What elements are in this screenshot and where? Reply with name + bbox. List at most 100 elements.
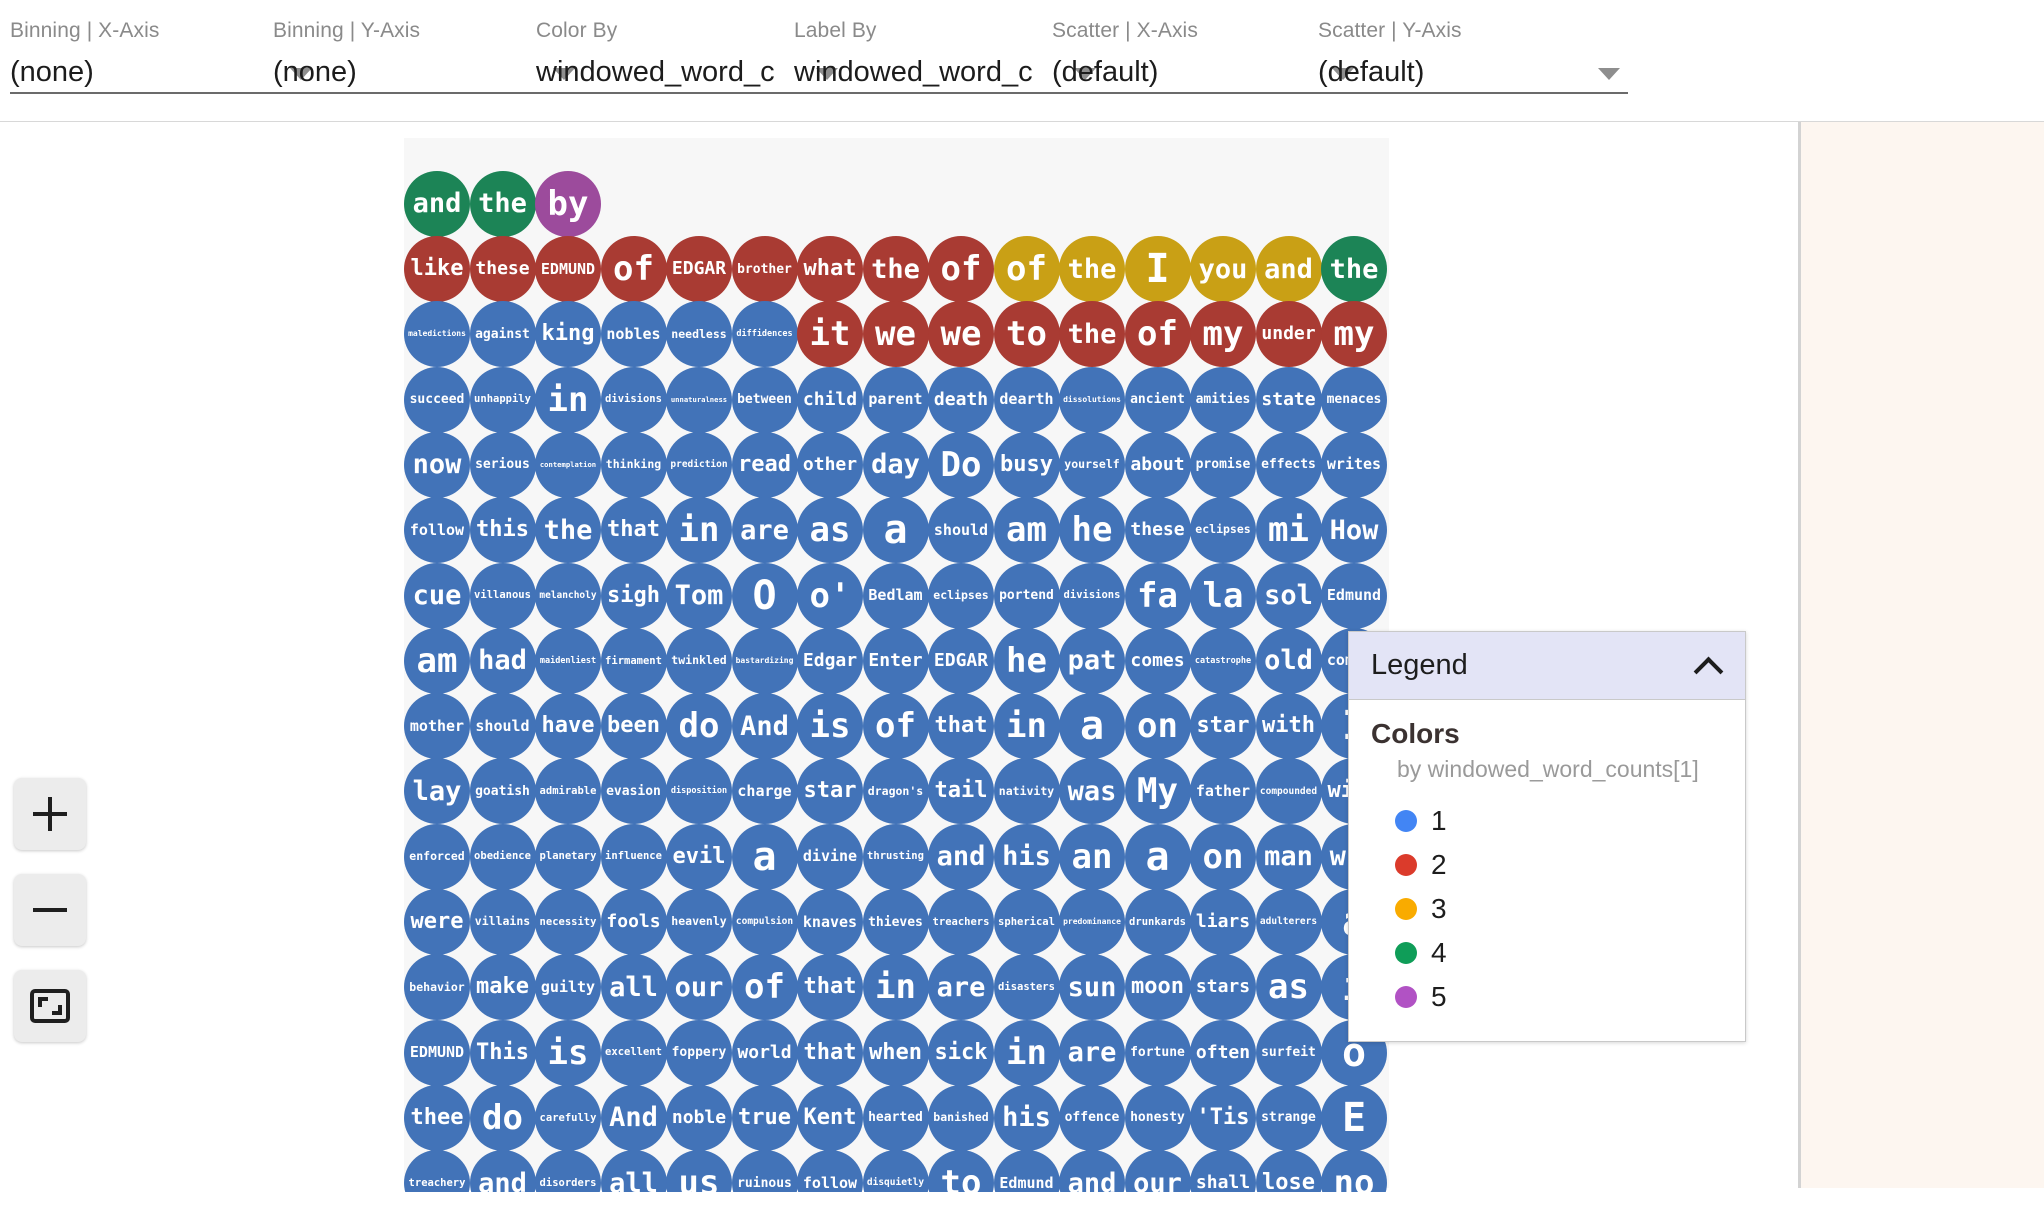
bubble[interactable]: of bbox=[731, 954, 798, 1021]
bubble[interactable]: a bbox=[1124, 823, 1191, 890]
bubble[interactable]: moon bbox=[1124, 954, 1191, 1021]
bubble[interactable]: villains bbox=[469, 889, 536, 955]
bubble[interactable]: are bbox=[1059, 1019, 1125, 1086]
bubble[interactable]: And bbox=[600, 1084, 667, 1151]
bubble[interactable]: melancholy bbox=[535, 562, 601, 629]
bubble[interactable]: villanous bbox=[469, 562, 536, 629]
bubble[interactable]: surfeit bbox=[1255, 1019, 1322, 1086]
bubble[interactable]: have bbox=[535, 693, 601, 760]
bubble[interactable]: make bbox=[469, 954, 536, 1021]
bubble[interactable]: read bbox=[731, 431, 798, 498]
bubble[interactable]: the bbox=[1059, 301, 1125, 368]
chevron-down-icon[interactable] bbox=[816, 68, 838, 80]
bubble[interactable]: as bbox=[797, 497, 863, 564]
bubble[interactable]: adulterers bbox=[1255, 889, 1322, 955]
bubble[interactable]: charge bbox=[731, 758, 798, 825]
bubble[interactable]: the bbox=[469, 170, 536, 237]
scatter-x-axis-select[interactable]: (default) bbox=[1052, 50, 1362, 94]
bubble[interactable]: dragon's bbox=[862, 758, 929, 825]
bubble[interactable]: O bbox=[731, 562, 798, 629]
bubble[interactable]: compulsion bbox=[731, 889, 798, 955]
bubble[interactable]: yourself bbox=[1059, 431, 1125, 498]
bubble[interactable]: king bbox=[535, 301, 601, 368]
bubble[interactable]: busy bbox=[993, 431, 1060, 498]
bubble[interactable]: offence bbox=[1059, 1084, 1125, 1151]
bubble[interactable]: what bbox=[797, 236, 863, 302]
legend-header[interactable]: Legend bbox=[1349, 632, 1745, 700]
bubble[interactable]: should bbox=[469, 693, 536, 760]
bubble[interactable]: often bbox=[1190, 1019, 1256, 1086]
bubble[interactable]: bastardizing bbox=[731, 627, 798, 694]
bubble[interactable]: in bbox=[993, 1019, 1060, 1086]
bubble[interactable]: and bbox=[404, 170, 470, 237]
bubble[interactable]: treachery bbox=[404, 1150, 470, 1192]
legend-item[interactable]: 4 bbox=[1395, 931, 1723, 975]
bubble[interactable]: prediction bbox=[666, 431, 732, 498]
bubble[interactable]: This bbox=[469, 1019, 536, 1086]
bubble[interactable]: on bbox=[1190, 823, 1256, 890]
bubble[interactable]: and bbox=[928, 823, 994, 890]
bubble[interactable]: planetary bbox=[535, 823, 601, 890]
bubble[interactable]: brother bbox=[731, 236, 798, 302]
bubble[interactable]: it bbox=[797, 301, 863, 368]
bubble[interactable]: the bbox=[1059, 236, 1125, 302]
bubble[interactable]: of bbox=[928, 236, 994, 302]
chevron-down-icon[interactable] bbox=[553, 68, 575, 80]
bubble[interactable]: pat bbox=[1059, 627, 1125, 694]
bubble[interactable]: divisions bbox=[1059, 562, 1125, 629]
bubble[interactable]: drunkards bbox=[1124, 889, 1191, 955]
bubble[interactable]: And bbox=[731, 693, 798, 760]
bubble[interactable]: like bbox=[404, 236, 470, 302]
bubble[interactable]: as bbox=[1255, 954, 1322, 1021]
bubble[interactable]: tail bbox=[928, 758, 994, 825]
bubble[interactable]: banished bbox=[928, 1084, 994, 1151]
bubble[interactable]: in bbox=[535, 366, 601, 433]
bubble[interactable]: sigh bbox=[600, 562, 667, 629]
bubble[interactable]: star bbox=[1190, 693, 1256, 760]
bubble[interactable]: true bbox=[731, 1084, 798, 1151]
bubble[interactable]: and bbox=[1255, 236, 1322, 302]
bubble[interactable]: lay bbox=[404, 758, 470, 825]
bubble[interactable]: in bbox=[993, 693, 1060, 760]
bubble[interactable]: firmament bbox=[600, 627, 667, 694]
bubble[interactable]: I bbox=[1124, 236, 1191, 302]
bubble[interactable]: our bbox=[666, 954, 732, 1021]
bubble[interactable]: my bbox=[1190, 301, 1256, 368]
bubble[interactable]: diffidences bbox=[731, 301, 798, 368]
bubble[interactable]: obedience bbox=[469, 823, 536, 890]
bubble[interactable]: eclipses bbox=[928, 562, 994, 629]
bubble[interactable]: stars bbox=[1190, 954, 1256, 1021]
bubble[interactable]: are bbox=[928, 954, 994, 1021]
bubble[interactable]: disorders bbox=[535, 1150, 601, 1192]
bubble[interactable]: man bbox=[1255, 823, 1322, 890]
bubble[interactable]: fortune bbox=[1124, 1019, 1191, 1086]
zoom-in-button[interactable] bbox=[14, 778, 86, 850]
bubble[interactable]: that bbox=[928, 693, 994, 760]
bubble[interactable]: world bbox=[731, 1019, 798, 1086]
bubble[interactable]: foppery bbox=[666, 1019, 732, 1086]
bubble[interactable]: now bbox=[404, 431, 470, 498]
bubble[interactable]: dissolutions bbox=[1059, 366, 1125, 433]
bubble[interactable]: evil bbox=[666, 823, 732, 890]
bubble[interactable]: catastrophe bbox=[1190, 627, 1256, 694]
bubble[interactable]: effects bbox=[1255, 431, 1322, 498]
bubble[interactable]: this bbox=[469, 497, 536, 564]
bubble[interactable]: Tom bbox=[666, 562, 732, 629]
bubble[interactable]: twinkled bbox=[666, 627, 732, 694]
bubble[interactable]: a bbox=[862, 497, 929, 564]
chevron-down-icon[interactable] bbox=[1598, 68, 1620, 80]
bubble[interactable]: influence bbox=[600, 823, 667, 890]
bubble[interactable]: to bbox=[993, 301, 1060, 368]
bubble[interactable]: that bbox=[797, 1019, 863, 1086]
bubble[interactable]: Edgar bbox=[797, 627, 863, 694]
bubble[interactable]: EDMUND bbox=[404, 1019, 470, 1086]
bubble[interactable]: spherical bbox=[993, 889, 1060, 955]
bubble[interactable]: a bbox=[1059, 693, 1125, 760]
bubble[interactable]: enforced bbox=[404, 823, 470, 890]
bubble[interactable]: sick bbox=[928, 1019, 994, 1086]
bubble[interactable]: unhappily bbox=[469, 366, 536, 433]
bubble[interactable]: divisions bbox=[600, 366, 667, 433]
bubble[interactable]: these bbox=[1124, 497, 1191, 564]
chevron-down-icon[interactable] bbox=[1074, 68, 1096, 80]
